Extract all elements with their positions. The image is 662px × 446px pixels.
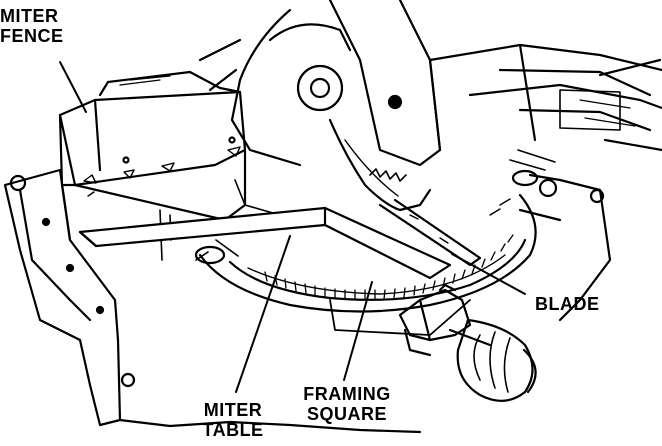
miter-lock-handle	[398, 283, 537, 402]
saw-blade	[328, 118, 432, 212]
framing-square-leader	[343, 281, 373, 381]
miter-table-leader	[235, 235, 291, 393]
framing-square	[78, 206, 452, 280]
leader-lines	[59, 61, 526, 393]
blade-guard	[198, 0, 442, 167]
miter-fence-label-line-2: FENCE	[0, 26, 64, 46]
framing-square-label-line-1: FRAMING	[303, 384, 391, 404]
blade-label: BLADE	[535, 294, 600, 314]
blade-leader	[451, 253, 526, 295]
miter-table-label-line-2: TABLE	[202, 420, 264, 440]
framing-square-label: FRAMING SQUARE	[298, 384, 396, 424]
miter-fence-label-line-1: MITER	[0, 6, 59, 26]
framing-square-label-line-2: SQUARE	[306, 404, 387, 424]
miter-table-label-line-1: MITER	[203, 400, 263, 420]
miter-fence-label: MITER FENCE	[0, 6, 64, 46]
miter-table-label: MITER TABLE	[190, 400, 276, 440]
miter-table	[194, 149, 556, 336]
saw-base	[3, 168, 612, 434]
miter-fence-leader	[59, 61, 87, 113]
kerf-slot	[234, 179, 482, 267]
saw-arm-housing	[428, 43, 662, 152]
